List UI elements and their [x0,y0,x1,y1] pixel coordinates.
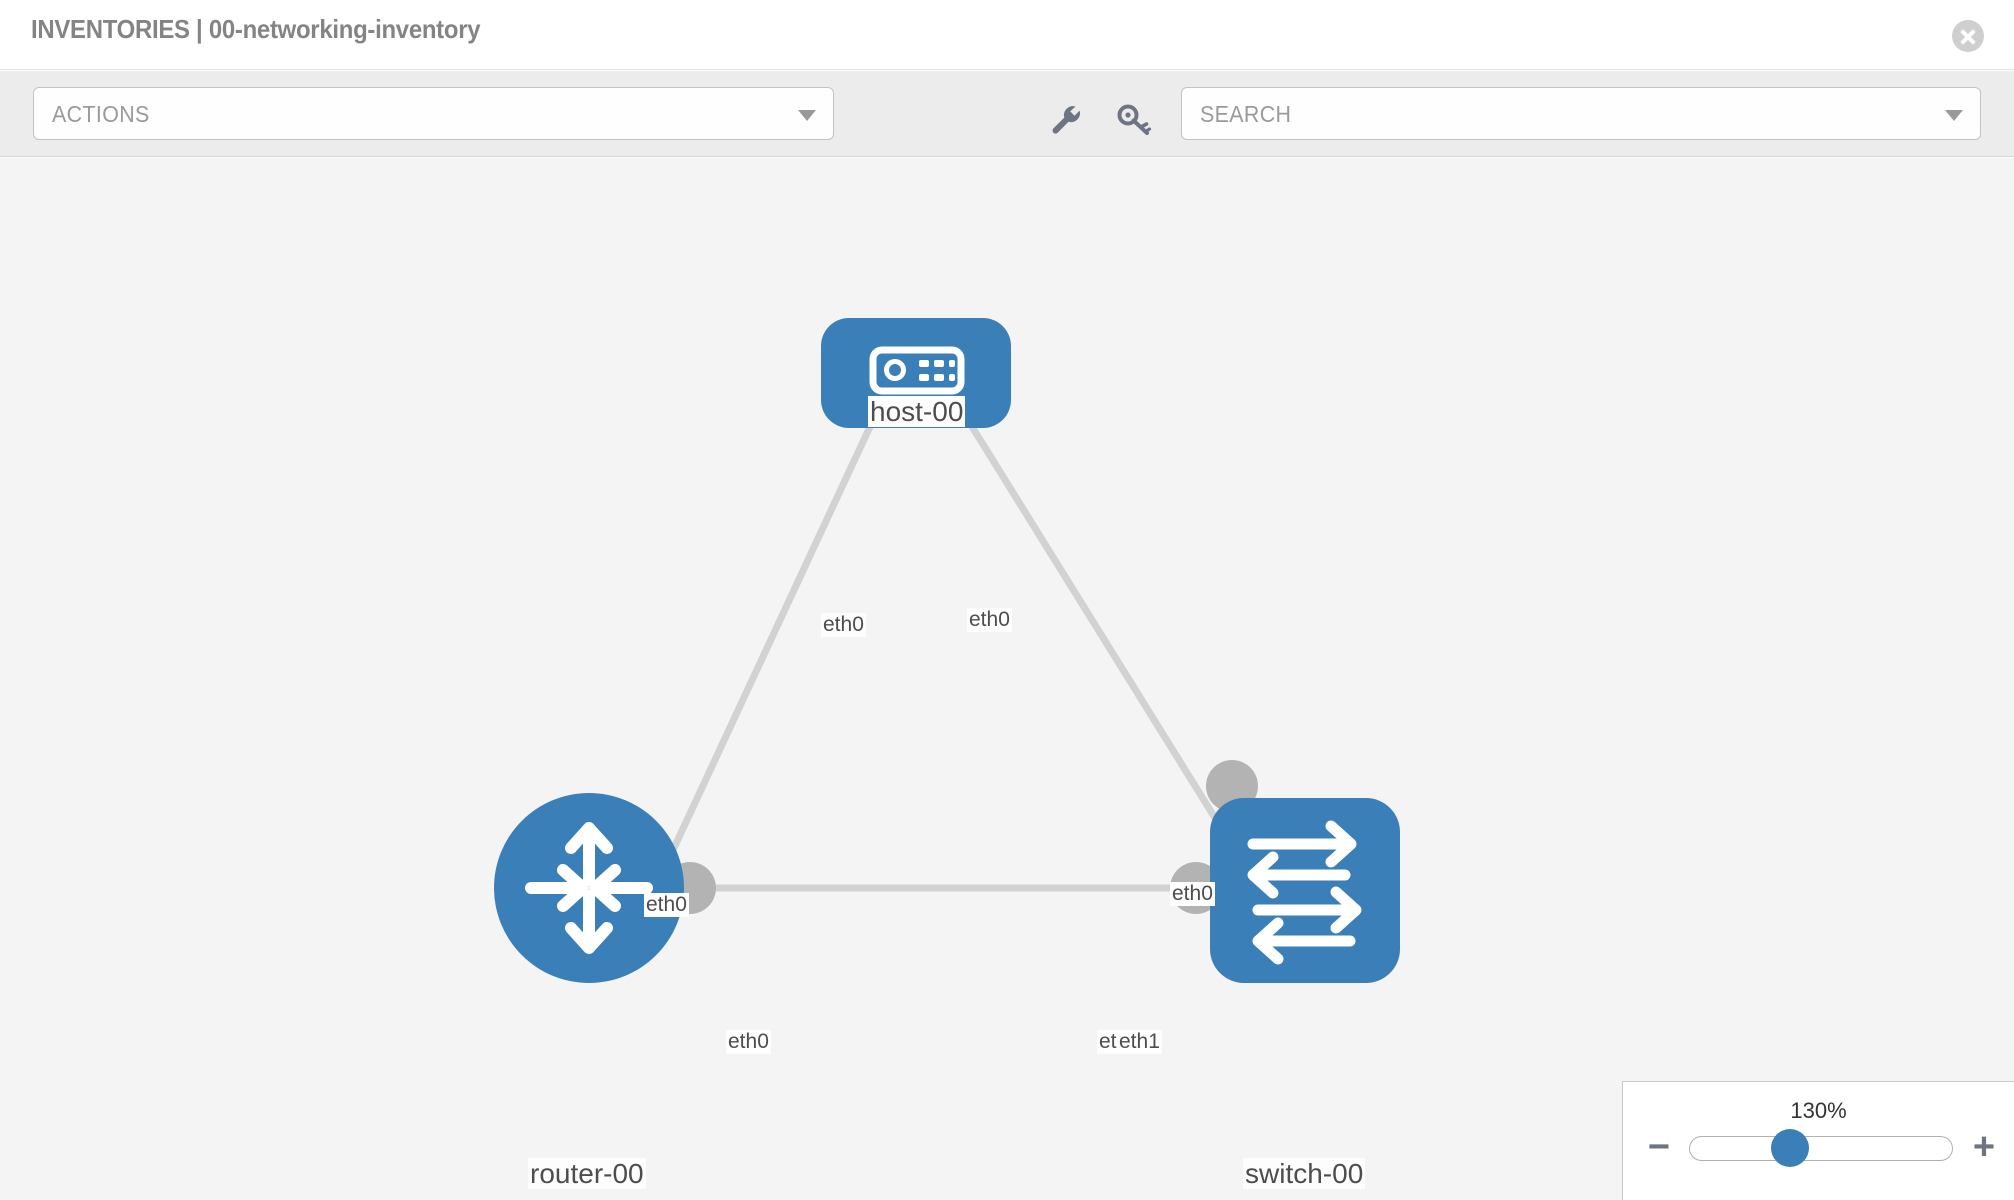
page-title: INVENTORIES | 00-networking-inventory [31,14,481,44]
server-icon [869,346,965,395]
link-host-router [656,386,892,880]
router-arrows-icon [525,822,653,954]
wrench-icon[interactable] [1046,99,1086,139]
switch-arrows-icon [1247,820,1362,965]
topology-graph [494,318,1400,983]
connector-layer [664,344,1258,914]
chevron-down-icon [798,110,816,121]
key-icon[interactable] [1114,99,1154,139]
close-icon[interactable] [1952,20,1984,52]
link-layer [656,386,1218,892]
iface-label-switch-eth1: eth1 [1117,1030,1162,1055]
iface-label-host-right: eth0 [967,608,1012,633]
node-label-switch: switch-00 [1243,1158,1366,1190]
zoom-slider-track[interactable] [1689,1136,1953,1161]
node-label-router: router-00 [528,1158,646,1190]
topology-canvas[interactable]: host-00 router-00 switch-00 eth0 eth0 et… [0,158,2014,1200]
chevron-down-icon [1945,110,1963,121]
page-header: INVENTORIES | 00-networking-inventory [0,0,2014,70]
search-input[interactable]: SEARCH [1181,87,1981,140]
zoom-in-button[interactable]: + [1972,1126,1996,1168]
node-switch-00[interactable] [1210,798,1400,983]
search-placeholder: SEARCH [1200,101,1292,127]
zoom-out-button[interactable]: − [1647,1126,1671,1168]
node-label-host: host-00 [868,396,966,428]
actions-dropdown-label: ACTIONS [52,101,150,127]
iface-label-switch-uplink: eth0 [1170,882,1215,907]
toolbar: ACTIONS SEARCH [0,71,2014,157]
actions-dropdown[interactable]: ACTIONS [33,87,834,140]
zoom-slider-thumb[interactable] [1771,1129,1809,1167]
zoom-control-panel: 130% − + [1622,1081,2014,1200]
zoom-percent-label: 130% [1790,1098,1847,1123]
iface-label-router-eth0: eth0 [726,1030,771,1055]
node-router-00[interactable] [494,793,684,983]
link-host-switch [945,386,1218,820]
iface-label-router-uplink: eth0 [644,893,689,918]
iface-label-host-left: eth0 [821,613,866,638]
